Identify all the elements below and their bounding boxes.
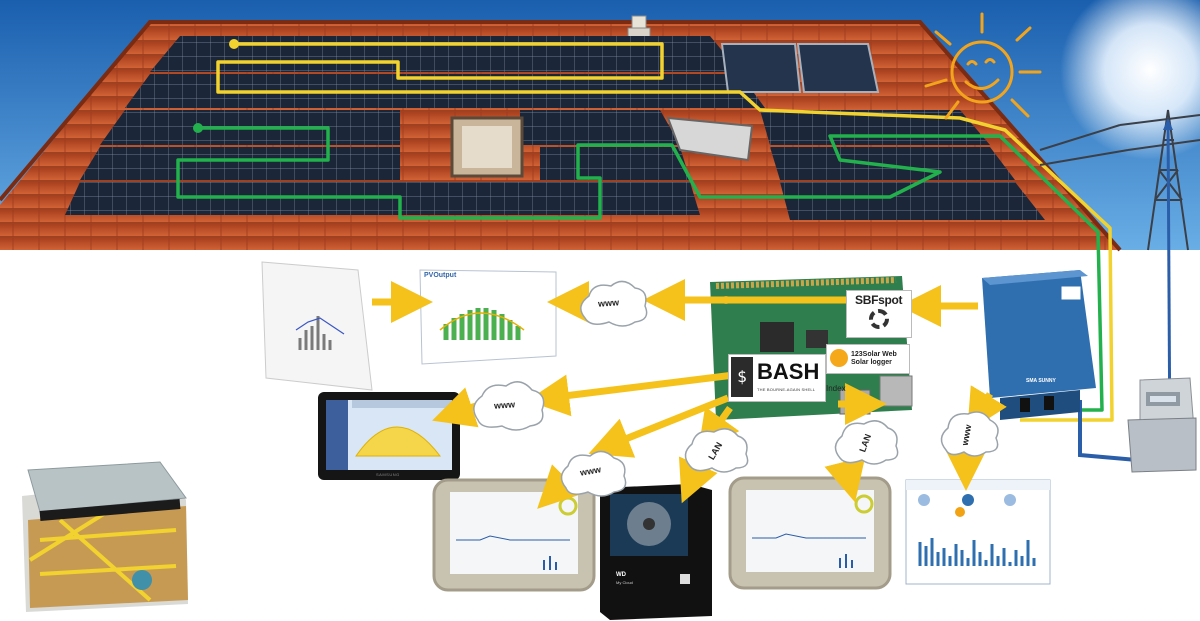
- shell-icon: $: [731, 357, 753, 397]
- sbfspot-box: SBFspot: [846, 290, 912, 338]
- string-yellow: [216, 42, 1114, 422]
- solar-logger-box: 123Solar Web Solar logger: [826, 344, 910, 374]
- cloud-top: [580, 280, 648, 327]
- sun-logo-icon: [830, 349, 848, 367]
- sun-doodle-icon: [924, 12, 1042, 120]
- solar-logger-label: 123Solar Web Solar logger: [851, 351, 897, 366]
- string-green: [176, 126, 1104, 412]
- pvoutput-screen: [419, 269, 557, 365]
- touch-display-right: [728, 476, 892, 590]
- bash-box: $ BASH THE BOURNE-AGAIN SHELL: [728, 354, 826, 402]
- inverter-brand: SMA SUNNY: [1026, 378, 1056, 384]
- power-pylon: [1039, 109, 1200, 251]
- nas-drive: [600, 484, 712, 620]
- nas-brand: WD: [616, 572, 626, 578]
- sunny-portal-dashboard: [905, 479, 1051, 585]
- cloud-left: [473, 381, 545, 431]
- roof-window-open: [666, 116, 754, 162]
- cloud-top-label: www: [597, 297, 620, 309]
- cloud-middle: [560, 450, 627, 497]
- cloud-right: [940, 411, 999, 457]
- sbfspot-label: SBFspot: [855, 293, 903, 307]
- cloud-lan-left: [684, 428, 749, 473]
- gear-icon: [869, 309, 889, 329]
- tablet-brand: SAMSUNG: [376, 472, 400, 477]
- battery-box: [22, 461, 188, 612]
- inverter: [982, 270, 1096, 420]
- report-page: [261, 261, 373, 391]
- solar-thermal-collectors: [720, 43, 880, 93]
- tablet: [318, 392, 460, 480]
- cloud-left-label: www: [493, 399, 516, 411]
- bash-label: BASH: [757, 359, 820, 384]
- bash-tagline: THE BOURNE-AGAIN SHELL: [757, 387, 816, 392]
- energy-meter: [1127, 377, 1197, 473]
- solar-logger-index: Index: [826, 384, 846, 393]
- nas-model: My Cloud: [616, 580, 633, 585]
- cloud-lan-right: [834, 420, 899, 465]
- touch-display-left: [432, 478, 596, 592]
- pvoutput-logo: PVOutput: [424, 272, 457, 279]
